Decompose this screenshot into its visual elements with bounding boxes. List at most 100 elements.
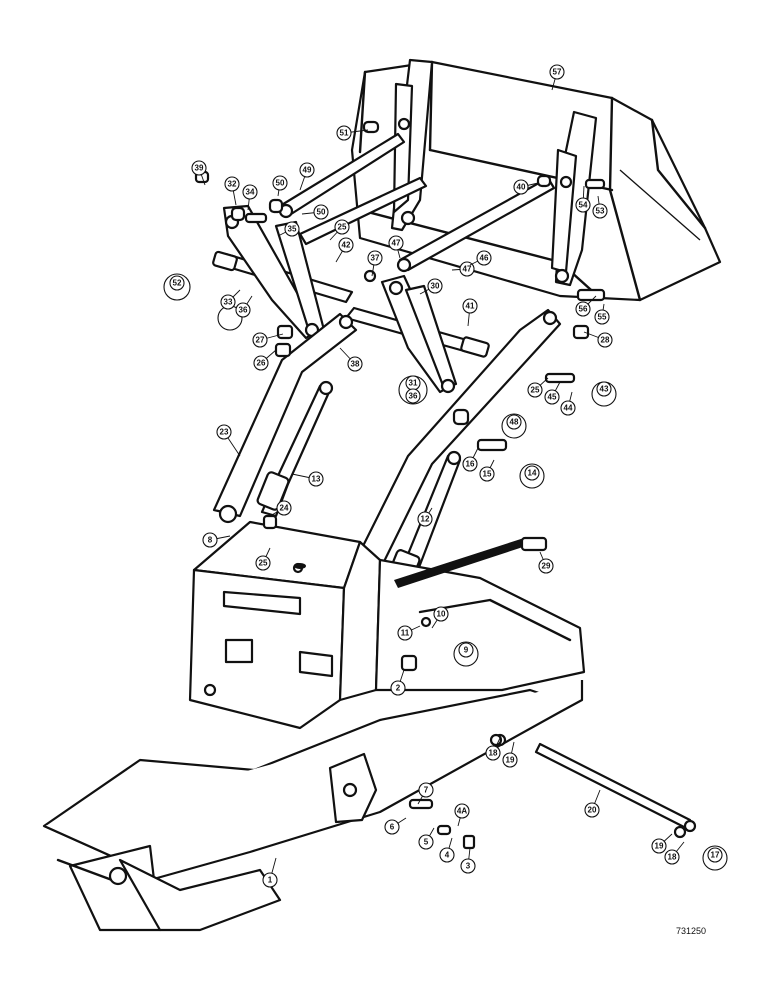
callout-circle: [216, 424, 232, 440]
callout-circle: [584, 802, 600, 818]
callout-label: 3: [466, 862, 471, 871]
callout-53: 53: [592, 195, 608, 219]
callout-label: 27: [256, 336, 265, 345]
callout-label: 14: [528, 469, 537, 478]
callout-label: 16: [466, 460, 475, 469]
callout-circle: [596, 381, 612, 397]
callout-circle: [544, 389, 560, 405]
callout-14: 14: [524, 465, 540, 481]
callout-5: 5: [418, 827, 435, 850]
callout-circle: [235, 302, 251, 318]
callout-circle: [169, 275, 185, 291]
callout-circle: [454, 803, 470, 819]
callout-label: 37: [371, 254, 380, 263]
callout-circle: [538, 558, 554, 574]
callout-circle: [405, 388, 421, 404]
callout-label: 7: [424, 786, 429, 795]
callout-label: 8: [208, 536, 213, 545]
callout-57: 57: [549, 64, 565, 91]
callout-52: 52: [169, 275, 185, 291]
callout-11: 11: [397, 625, 421, 641]
callout-circle: [664, 849, 680, 865]
callout-label: 1: [268, 876, 273, 885]
callout-circle: [592, 203, 608, 219]
callout-circle: [347, 356, 363, 372]
callout-label: 12: [421, 515, 430, 524]
callout-circle: [651, 838, 667, 854]
callout-circle: [549, 64, 565, 80]
callout-label: 18: [668, 853, 677, 862]
callout-label: 11: [401, 629, 410, 638]
callout-4A: 4A: [454, 803, 470, 827]
callout-label: 5: [424, 838, 429, 847]
callout-15: 15: [479, 459, 495, 482]
callout-label: 31: [409, 379, 418, 388]
callout-label: 34: [246, 188, 255, 197]
callout-circle: [367, 250, 383, 266]
callout-circle: [313, 204, 329, 220]
callout-label: 24: [280, 504, 289, 513]
callout-label: 49: [303, 166, 312, 175]
callout-38: 38: [339, 347, 363, 372]
callout-label: 43: [600, 385, 609, 394]
callout-circle: [527, 382, 543, 398]
callout-44: 44: [560, 391, 576, 416]
callout-circle: [597, 332, 613, 348]
callout-label: 4A: [457, 807, 467, 816]
callout-54: 54: [575, 185, 591, 213]
callout-2: 2: [390, 669, 406, 696]
callout-circle: [191, 160, 207, 176]
callout-12: 12: [417, 507, 433, 527]
callout-13: 13: [291, 471, 324, 487]
callout-label: 13: [312, 475, 321, 484]
callout-1: 1: [262, 857, 278, 888]
callout-circle: [252, 332, 268, 348]
callout-circle: [506, 414, 522, 430]
callout-label: 40: [517, 183, 526, 192]
callout-29: 29: [538, 551, 554, 574]
callout-19: 19: [651, 833, 673, 854]
callout-circle: [284, 221, 300, 237]
callout-6: 6: [384, 817, 407, 835]
callout-circle: [433, 606, 449, 622]
bellcranks: [222, 204, 458, 394]
callout-circle: [476, 250, 492, 266]
callout-3: 3: [460, 847, 476, 874]
callout-label: 6: [390, 823, 395, 832]
callout-circle: [417, 511, 433, 527]
callout-49: 49: [299, 162, 315, 191]
callout-circle: [338, 237, 354, 253]
callout-label: 46: [480, 254, 489, 263]
callout-circle: [262, 872, 278, 888]
callout-36: 36: [405, 388, 421, 404]
callout-circle: [427, 278, 443, 294]
callout-label: 32: [228, 180, 237, 189]
callout-circle: [418, 834, 434, 850]
callout-circle: [485, 745, 501, 761]
callout-48: 48: [506, 414, 522, 430]
callout-circle: [575, 301, 591, 317]
callout-8: 8: [202, 532, 231, 548]
callout-20: 20: [584, 789, 601, 818]
callout-label: 50: [276, 179, 285, 188]
callout-circle: [224, 176, 240, 192]
callout-label: 57: [553, 68, 562, 77]
callout-30: 30: [419, 278, 443, 295]
hardware: [194, 120, 687, 850]
callout-label: 9: [464, 646, 469, 655]
callout-31: 31: [405, 375, 421, 391]
callout-label: 20: [588, 806, 597, 815]
callout-circle: [575, 197, 591, 213]
callout-label: 4: [445, 851, 450, 860]
callout-circle: [502, 752, 518, 768]
callout-circle: [439, 847, 455, 863]
callout-label: 25: [338, 223, 347, 232]
callout-label: 47: [392, 239, 401, 248]
callout-circle: [255, 555, 271, 571]
callout-label: 53: [596, 207, 605, 216]
callout-circle: [479, 466, 495, 482]
callout-label: 19: [506, 756, 515, 765]
callout-circle: [458, 642, 474, 658]
callout-7: 7: [417, 782, 434, 805]
